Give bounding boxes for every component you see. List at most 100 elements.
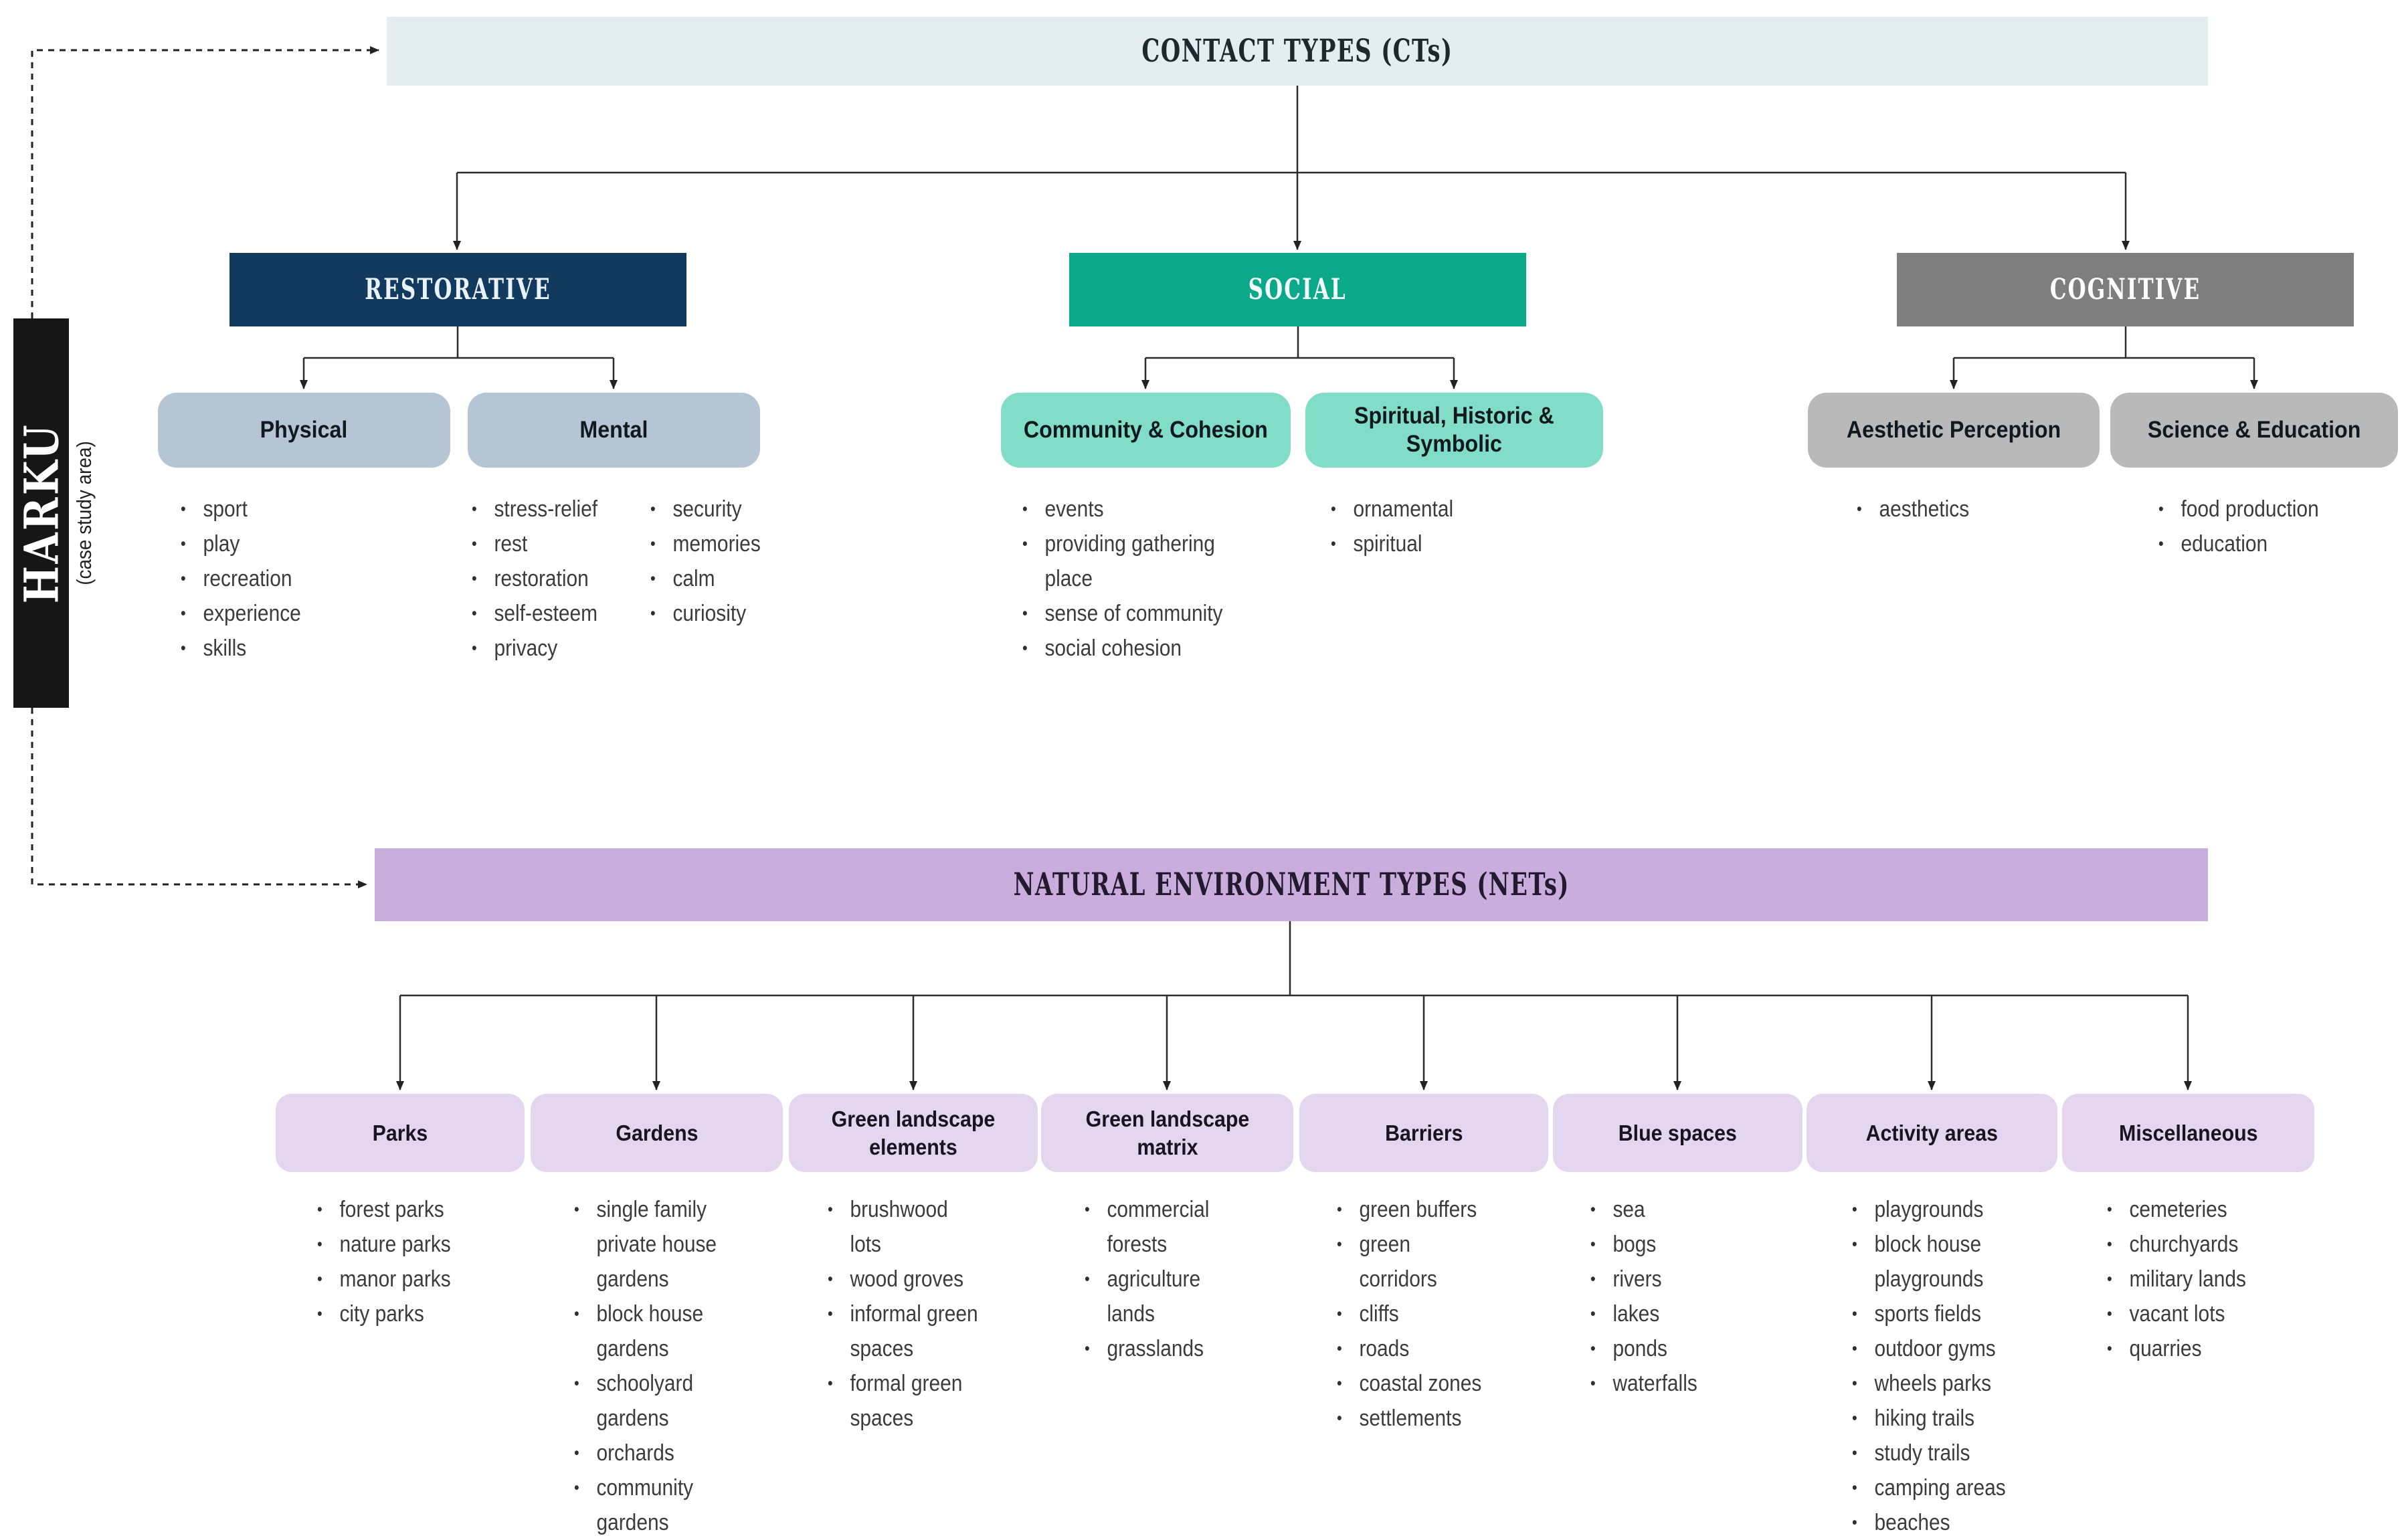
bullet-icon: • bbox=[828, 1305, 833, 1323]
bullet-icon: • bbox=[1852, 1200, 1857, 1219]
bullet-icon: • bbox=[1022, 500, 1028, 518]
bullet-icon: • bbox=[1857, 500, 1862, 518]
category-parks-label: Parks bbox=[372, 1120, 428, 1145]
bullet-icon: • bbox=[2158, 535, 2164, 553]
list-item: •events bbox=[1022, 492, 1234, 526]
list-item: •military lands bbox=[2107, 1262, 2290, 1296]
subbox-mental: Mental bbox=[468, 393, 760, 468]
nets-tree-lines bbox=[396, 921, 2192, 1090]
harku-label: HARKU bbox=[13, 422, 69, 604]
bullet-icon: • bbox=[1337, 1235, 1342, 1254]
list-item: •curiosity bbox=[650, 596, 815, 631]
branch-cognitive: COGNITIVE bbox=[1897, 253, 2354, 326]
spiritual-historic-list: •ornamental•spiritual bbox=[1331, 492, 1519, 561]
list-item: •single family private house gardens bbox=[574, 1192, 751, 1296]
list-item: •green corridors bbox=[1337, 1227, 1513, 1296]
list-item: •camping areas bbox=[1852, 1470, 2035, 1505]
list-item: •security bbox=[650, 492, 815, 526]
list-item: •wheels parks bbox=[1852, 1366, 2035, 1401]
list-item: •city parks bbox=[317, 1296, 494, 1331]
list-item: •grasslands bbox=[1085, 1331, 1261, 1366]
bullet-icon: • bbox=[1590, 1374, 1596, 1393]
contact-types-title: CONTACT TYPES (CTs) bbox=[1141, 33, 1453, 70]
list-item: •rest bbox=[472, 526, 642, 561]
bullet-icon: • bbox=[828, 1374, 833, 1393]
list-item: •coastal zones bbox=[1337, 1366, 1513, 1401]
blue-spaces-list: •sea•bogs•rivers•lakes•ponds•waterfalls bbox=[1590, 1192, 1767, 1401]
category-barriers: Barriers bbox=[1299, 1094, 1548, 1172]
list-item: •brushwood lots bbox=[828, 1192, 1004, 1262]
gardens-list: •single family private house gardens•blo… bbox=[574, 1192, 751, 1540]
list-item: •beaches bbox=[1852, 1505, 2035, 1540]
bullet-icon: • bbox=[1590, 1270, 1596, 1288]
bullet-icon: • bbox=[472, 569, 477, 588]
list-item: •roads bbox=[1337, 1331, 1513, 1366]
category-miscellaneous: Miscellaneous bbox=[2062, 1094, 2314, 1172]
bullet-icon: • bbox=[472, 500, 477, 518]
list-item: •block house gardens bbox=[574, 1296, 751, 1366]
subbox-aesthetic-perception: Aesthetic Perception bbox=[1808, 393, 2100, 468]
list-item: •block house playgrounds bbox=[1852, 1227, 2035, 1296]
bullet-icon: • bbox=[1337, 1374, 1342, 1393]
list-item: •skills bbox=[181, 631, 381, 666]
bullet-icon: • bbox=[574, 1305, 579, 1323]
list-item: •forest parks bbox=[317, 1192, 494, 1227]
category-parks: Parks bbox=[276, 1094, 525, 1172]
list-item: •food production bbox=[2158, 492, 2359, 526]
miscellaneous-list: •cemeteries•churchyards•military lands•v… bbox=[2107, 1192, 2290, 1366]
harku-dashed-links bbox=[31, 46, 379, 888]
bullet-icon: • bbox=[1022, 535, 1028, 553]
category-blue-spaces-label: Blue spaces bbox=[1618, 1120, 1738, 1145]
science-education-list: •food production•education bbox=[2158, 492, 2359, 561]
bullet-icon: • bbox=[1590, 1200, 1596, 1219]
subbox-mental-label: Mental bbox=[579, 417, 648, 443]
bullet-icon: • bbox=[1852, 1305, 1857, 1323]
bullet-icon: • bbox=[1590, 1339, 1596, 1358]
community-cohesion-list: •events•providing gathering place•sense … bbox=[1022, 492, 1234, 666]
list-item: •nature parks bbox=[317, 1227, 494, 1262]
list-item: •privacy bbox=[472, 631, 642, 666]
bullet-icon: • bbox=[1852, 1235, 1857, 1254]
list-item: •quarries bbox=[2107, 1331, 2290, 1366]
cts-tree-lines bbox=[300, 86, 2258, 389]
category-gardens: Gardens bbox=[531, 1094, 783, 1172]
subbox-community-cohesion: Community & Cohesion bbox=[1001, 393, 1291, 468]
bullet-icon: • bbox=[1022, 604, 1028, 623]
list-item: •recreation bbox=[181, 561, 381, 596]
list-item: •manor parks bbox=[317, 1262, 494, 1296]
list-item: •sense of community bbox=[1022, 596, 1234, 631]
bullet-icon: • bbox=[1590, 1305, 1596, 1323]
bullet-icon: • bbox=[574, 1374, 579, 1393]
bullet-icon: • bbox=[650, 500, 656, 518]
subbox-science-label: Science & Education bbox=[2147, 417, 2361, 443]
list-item: •ponds bbox=[1590, 1331, 1767, 1366]
bullet-icon: • bbox=[317, 1200, 322, 1219]
bullet-icon: • bbox=[1337, 1200, 1342, 1219]
aesthetic-perception-list: •aesthetics bbox=[1857, 492, 2045, 526]
bullet-icon: • bbox=[2107, 1305, 2112, 1323]
bullet-icon: • bbox=[574, 1444, 579, 1462]
list-item: •study trails bbox=[1852, 1436, 2035, 1470]
bullet-icon: • bbox=[1331, 535, 1336, 553]
list-item: •informal green spaces bbox=[828, 1296, 1004, 1366]
bullet-icon: • bbox=[650, 604, 656, 623]
list-item: •self-esteem bbox=[472, 596, 642, 631]
bullet-icon: • bbox=[2107, 1339, 2112, 1358]
list-item: •settlements bbox=[1337, 1401, 1513, 1436]
list-item: •bogs bbox=[1590, 1227, 1767, 1262]
bullet-icon: • bbox=[828, 1270, 833, 1288]
branch-cognitive-label: COGNITIVE bbox=[2049, 273, 2201, 306]
subbox-spiritual-label: Spiritual, Historic & Symbolic bbox=[1354, 403, 1554, 457]
category-green-landscape-matrix: Green landscape matrix bbox=[1041, 1094, 1293, 1172]
list-item: •outdoor gyms bbox=[1852, 1331, 2035, 1366]
list-item: •commercial forests bbox=[1085, 1192, 1261, 1262]
harku-case-study-box: HARKU bbox=[13, 318, 69, 708]
list-item: •ornamental bbox=[1331, 492, 1519, 526]
list-item: •formal green spaces bbox=[828, 1366, 1004, 1436]
list-item: •calm bbox=[650, 561, 815, 596]
category-activity-areas: Activity areas bbox=[1807, 1094, 2057, 1172]
list-item: •vacant lots bbox=[2107, 1296, 2290, 1331]
bullet-icon: • bbox=[650, 569, 656, 588]
list-item: •play bbox=[181, 526, 381, 561]
mental-list-col1: •stress-relief•rest•restoration•self-est… bbox=[472, 492, 642, 666]
